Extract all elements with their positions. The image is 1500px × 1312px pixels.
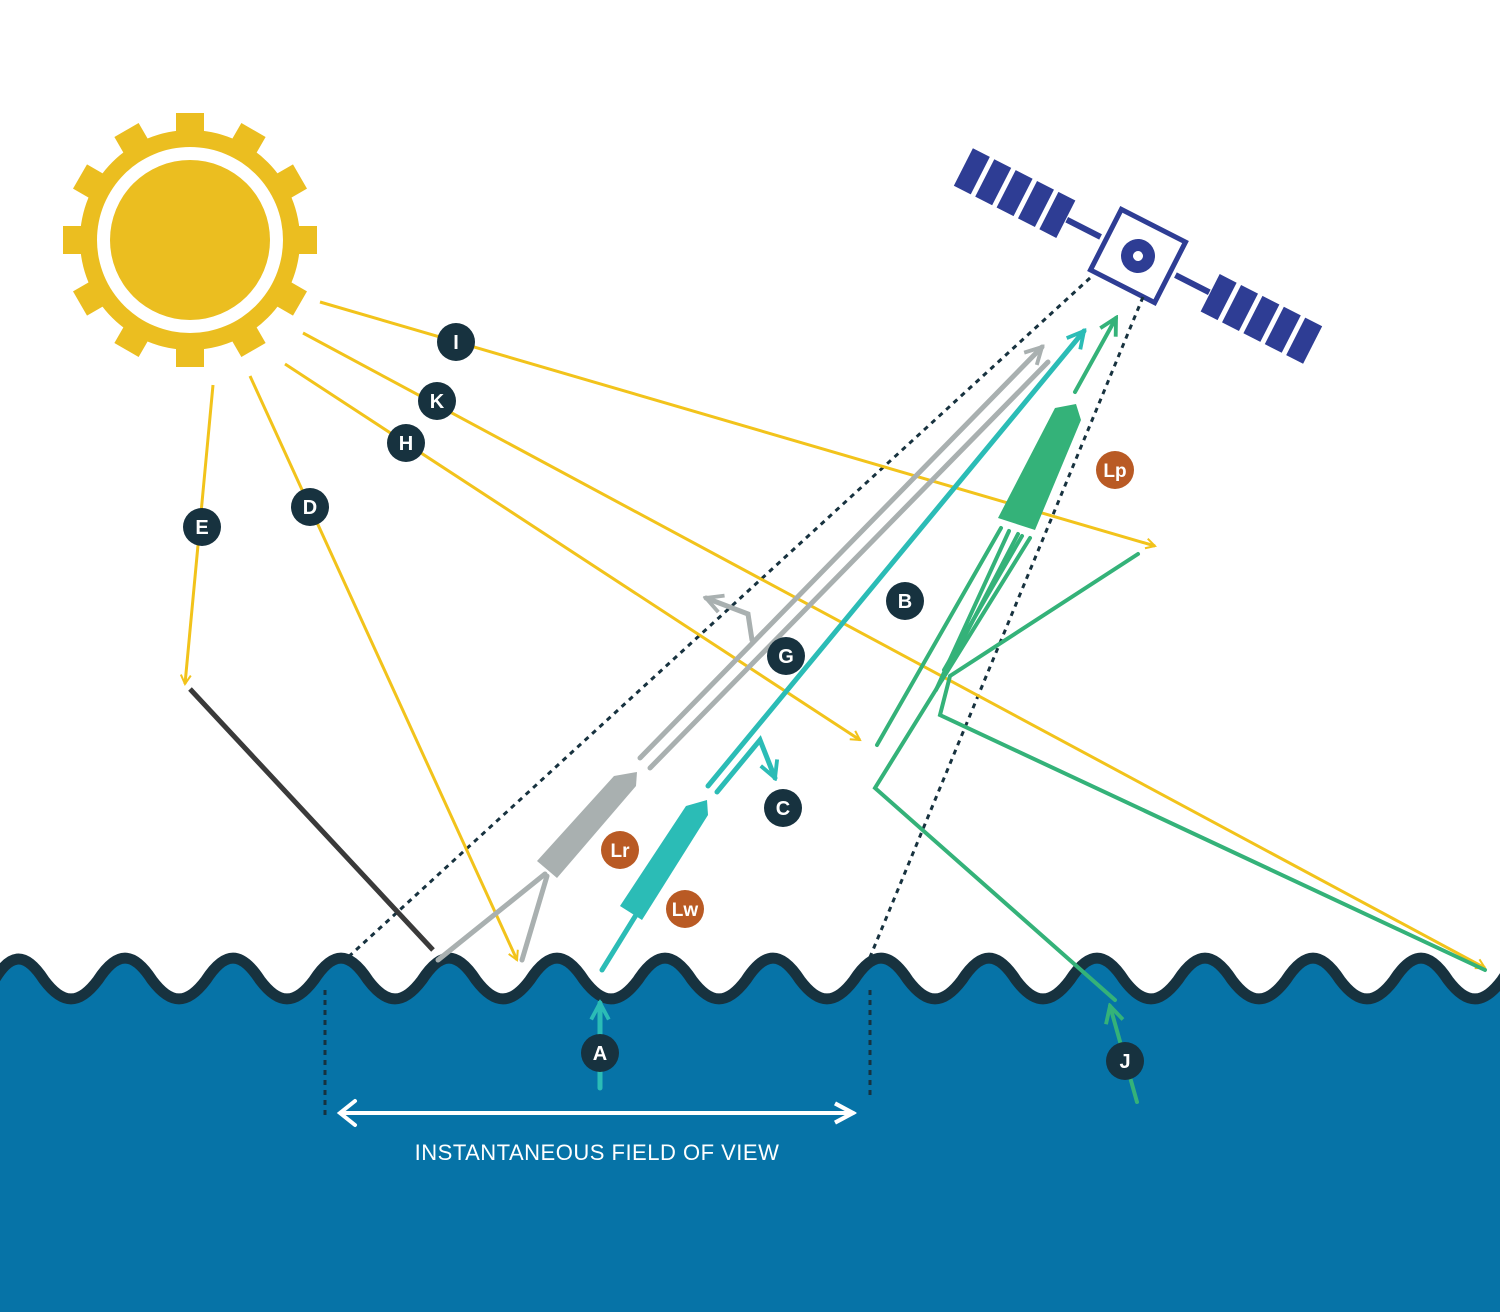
gray-path-lr [435,347,1051,963]
radiance-badges: Lr Lw Lp [601,451,1134,928]
svg-text:D: D [303,497,317,519]
label-b: B [886,582,924,620]
svg-text:A: A [593,1043,607,1065]
label-k: K [418,382,456,420]
svg-text:J: J [1119,1051,1130,1073]
water-body [0,958,1500,1312]
radiance-lw: Lw [666,890,704,928]
teal-path-lw [600,331,1084,1091]
svg-text:E: E [195,517,208,539]
svg-text:G: G [778,646,794,668]
svg-text:Lp: Lp [1103,461,1126,482]
e-reflector-line [188,687,435,952]
ifov-label: INSTANTANEOUS FIELD OF VIEW [415,1140,780,1165]
svg-text:B: B [898,591,912,613]
svg-text:Lw: Lw [672,900,699,921]
label-a: A [581,1034,619,1072]
label-d: D [291,488,329,526]
field-of-view-lines [323,276,1145,1115]
ray-d [248,375,517,960]
ifov-arrow [336,1099,853,1127]
label-j: J [1106,1042,1144,1080]
label-c: C [764,789,802,827]
letter-badges: I K H D E B G C A J [183,323,1144,1080]
label-h: H [387,424,425,462]
ray-h [284,362,860,742]
water [0,958,1500,1312]
water-surface-wave [0,952,1500,1005]
svg-text:K: K [430,391,445,413]
svg-text:Lr: Lr [611,841,631,862]
label-e: E [183,508,221,546]
svg-text:C: C [776,798,790,820]
svg-text:I: I [453,332,459,354]
svg-text:H: H [399,433,413,455]
label-g: G [767,637,805,675]
radiance-lr: Lr [601,831,639,869]
green-path-lp [872,318,1487,1104]
satellite-icon [953,148,1323,364]
sun-icon [63,113,317,367]
radiance-lp: Lp [1096,451,1134,489]
label-i: I [437,323,475,361]
ray-k [302,331,1485,970]
